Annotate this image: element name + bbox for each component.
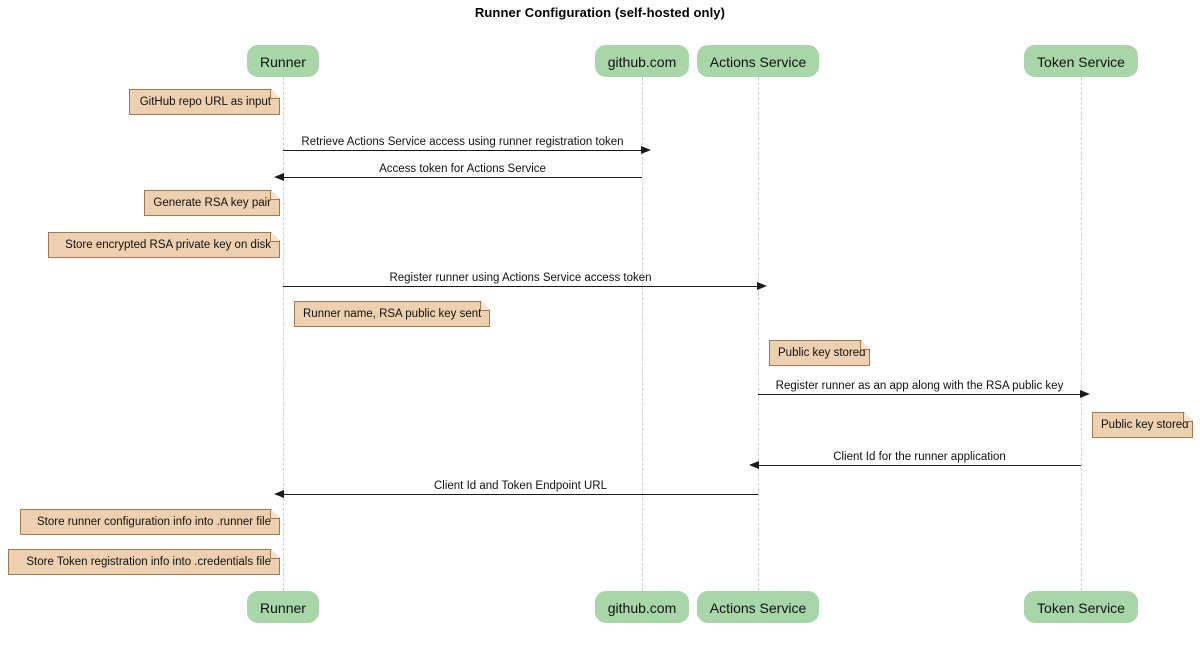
note-fold-corner-icon (270, 233, 279, 242)
note: Public key stored (769, 340, 870, 366)
message-arrow (749, 461, 1081, 469)
participant-actions-bottom[interactable]: Actions Service (697, 591, 819, 623)
message-label: Retrieve Actions Service access using ru… (301, 136, 624, 148)
lifeline-actions (758, 77, 759, 591)
note: Generate RSA key pair (144, 190, 280, 216)
arrowhead-icon (1080, 390, 1090, 398)
message-label: Register runner as an app along with the… (775, 380, 1064, 392)
lifeline-token (1081, 77, 1082, 591)
arrowhead-icon (749, 461, 759, 469)
message-arrow (274, 173, 642, 181)
message-label: Access token for Actions Service (379, 163, 546, 175)
note-fold-corner-icon (270, 550, 279, 559)
note-fold-corner-icon (860, 341, 869, 350)
message-arrow (758, 390, 1090, 398)
note: Store Token registration info into .cred… (8, 549, 280, 575)
diagram-title: Runner Configuration (self-hosted only) (474, 5, 726, 20)
arrowhead-icon (757, 282, 767, 290)
lifeline-github (642, 77, 643, 591)
message-label: Client Id and Token Endpoint URL (433, 480, 608, 492)
lifeline-runner (283, 77, 284, 591)
message-arrow (283, 146, 651, 154)
note-fold-corner-icon (270, 510, 279, 519)
note: Store runner configuration info into .ru… (20, 509, 280, 535)
message-arrow (283, 282, 767, 290)
participant-github-top[interactable]: github.com (595, 45, 689, 77)
note: Public key stored (1092, 412, 1193, 438)
arrowhead-icon (274, 490, 284, 498)
message-label: Register runner using Actions Service ac… (389, 272, 652, 284)
message-label: Client Id for the runner application (833, 451, 1006, 463)
note-fold-corner-icon (270, 191, 279, 200)
participant-actions-top[interactable]: Actions Service (697, 45, 819, 77)
participant-github-bottom[interactable]: github.com (595, 591, 689, 623)
participant-runner-bottom[interactable]: Runner (247, 591, 319, 623)
participant-runner-top[interactable]: Runner (247, 45, 319, 77)
note: Runner name, RSA public key sent (294, 301, 490, 327)
participant-token-top[interactable]: Token Service (1024, 45, 1138, 77)
note-fold-corner-icon (1183, 413, 1192, 422)
note: Store encrypted RSA private key on disk (48, 232, 280, 258)
arrowhead-icon (641, 146, 651, 154)
participant-token-bottom[interactable]: Token Service (1024, 591, 1138, 623)
note: GitHub repo URL as input (129, 89, 280, 115)
note-fold-corner-icon (480, 302, 489, 311)
message-arrow (274, 490, 758, 498)
arrowhead-icon (274, 173, 284, 181)
note-fold-corner-icon (270, 90, 279, 99)
